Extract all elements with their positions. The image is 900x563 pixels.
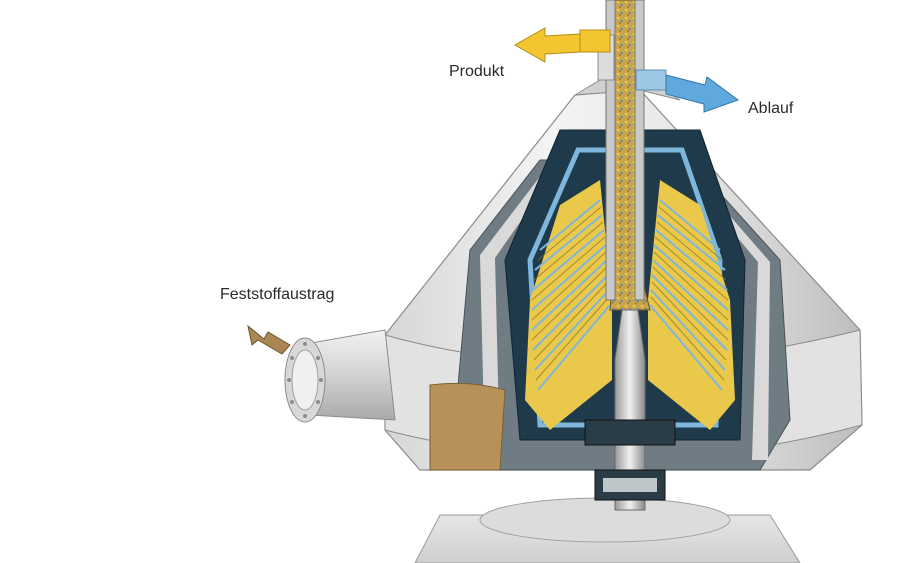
arrow-right-icon [665, 74, 740, 113]
solids-chamber [429, 382, 506, 471]
discharge-pipe [284, 329, 396, 423]
arrow-up-left-icon [247, 324, 291, 355]
outlet-label: Ablauf [748, 100, 794, 117]
disc-stack-right [648, 180, 735, 430]
drive-spindle [584, 309, 676, 511]
feed-tube [605, 0, 651, 311]
arrow-left-icon [513, 27, 581, 63]
solids-discharge-label: Feststoffaustrag [220, 286, 335, 303]
machine-base [414, 497, 801, 563]
disc-stack-left [525, 180, 612, 430]
outlet-connections [579, 29, 667, 91]
product-label: Produkt [449, 63, 505, 80]
